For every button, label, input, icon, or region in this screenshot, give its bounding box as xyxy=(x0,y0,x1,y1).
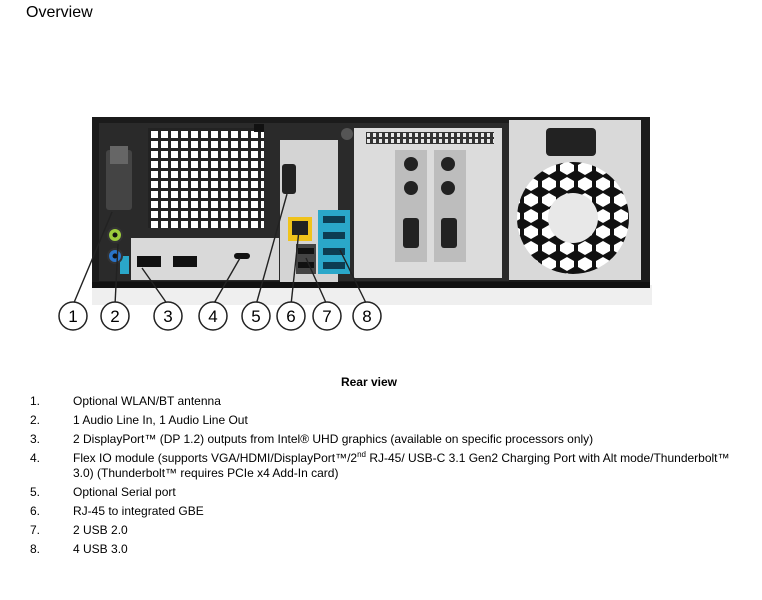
list-item: 1. Optional WLAN/BT antenna xyxy=(30,394,740,409)
item-text: 4 USB 3.0 xyxy=(73,542,128,556)
list-item: 5. Optional Serial port xyxy=(30,485,740,500)
callout-8: 8 xyxy=(352,301,382,331)
item-text: 2 USB 2.0 xyxy=(73,523,128,537)
svg-text:4: 4 xyxy=(208,307,217,326)
flex-io-port xyxy=(234,253,250,259)
antenna-connector xyxy=(106,146,132,210)
list-item: 4. Flex IO module (supports VGA/HDMI/Dis… xyxy=(30,451,740,481)
list-item: 2. 1 Audio Line In, 1 Audio Line Out xyxy=(30,413,740,428)
displayport-ports xyxy=(137,256,197,267)
power-connector xyxy=(546,128,596,156)
item-number: 7. xyxy=(30,523,41,537)
rear-view-illustration: 1 2 3 4 5 6 7 8 xyxy=(58,117,652,331)
item-number: 4. xyxy=(30,451,41,465)
item-number: 3. xyxy=(30,432,41,446)
serial-port xyxy=(282,164,296,194)
power-supply xyxy=(509,120,641,280)
callout-6: 6 xyxy=(276,301,306,331)
item-number: 6. xyxy=(30,504,41,518)
item-number: 5. xyxy=(30,485,41,499)
callout-markers: 1 2 3 4 5 6 7 8 xyxy=(58,301,382,331)
expansion-slots xyxy=(354,128,502,278)
item-text: RJ-45 to integrated GBE xyxy=(73,504,204,518)
item-number: 8. xyxy=(30,542,41,556)
svg-text:2: 2 xyxy=(110,307,119,326)
callout-5: 5 xyxy=(241,301,271,331)
item-text: 1 Audio Line In, 1 Audio Line Out xyxy=(73,413,248,427)
item-number: 1. xyxy=(30,394,41,408)
list-item: 3. 2 DisplayPort™ (DP 1.2) outputs from … xyxy=(30,432,740,447)
svg-text:1: 1 xyxy=(68,307,77,326)
audio-jacks xyxy=(107,227,129,274)
item-number: 2. xyxy=(30,413,41,427)
svg-text:3: 3 xyxy=(163,307,172,326)
item-text: Optional WLAN/BT antenna xyxy=(73,394,221,408)
list-item: 7. 2 USB 2.0 xyxy=(30,523,740,538)
callout-1: 1 xyxy=(58,301,88,331)
callout-lines xyxy=(72,193,368,306)
callout-2: 2 xyxy=(100,301,130,331)
usb-ports xyxy=(296,210,350,274)
item-text: 2 DisplayPort™ (DP 1.2) outputs from Int… xyxy=(73,432,594,446)
svg-text:5: 5 xyxy=(251,307,260,326)
callout-7: 7 xyxy=(312,301,342,331)
page-title: Overview xyxy=(26,4,93,21)
svg-text:7: 7 xyxy=(322,307,331,326)
item-text: Flex IO module (supports VGA/HDMI/Displa… xyxy=(73,450,730,481)
svg-text:6: 6 xyxy=(286,307,295,326)
vent-grille xyxy=(148,128,264,228)
callout-3: 3 xyxy=(153,301,183,331)
figure-caption: Rear view xyxy=(340,375,398,389)
item-text: Optional Serial port xyxy=(73,485,176,499)
callout-4: 4 xyxy=(198,301,228,331)
list-item: 8. 4 USB 3.0 xyxy=(30,542,740,557)
list-item: 6. RJ-45 to integrated GBE xyxy=(30,504,740,519)
port-list: 1. Optional WLAN/BT antenna 2. 1 Audio L… xyxy=(30,394,740,561)
svg-text:8: 8 xyxy=(362,307,371,326)
